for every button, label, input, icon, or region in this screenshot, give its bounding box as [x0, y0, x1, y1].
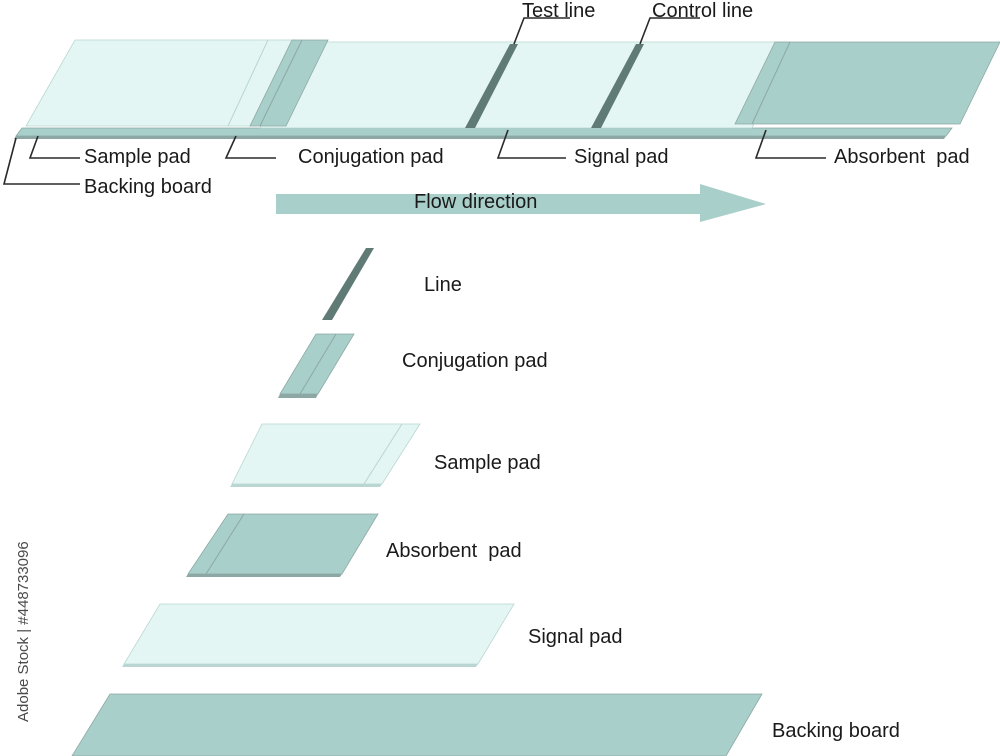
leader-backing-board	[2, 137, 80, 185]
absorbent-pad-fold-line	[205, 513, 245, 575]
label-signal-pad: Signal pad	[574, 146, 669, 168]
flow-direction-arrow: Flow direction	[276, 184, 766, 222]
conjugation-pad-fold-line	[299, 333, 337, 395]
component-absorbent-pad: Absorbent pad	[186, 513, 522, 577]
component-sample-pad-label: Sample pad	[434, 452, 541, 474]
label-backing-board: Backing board	[84, 176, 212, 198]
line-shape	[322, 248, 374, 320]
conjugation-pad-shape	[279, 333, 355, 395]
sample-pad-edge	[230, 484, 382, 487]
label-control-line: Control line	[652, 0, 753, 22]
assembled-backing-board	[15, 127, 953, 137]
assembled-absorbent-pad	[734, 41, 1000, 125]
signal-pad-shape	[123, 603, 515, 665]
flow-arrow-shape	[276, 184, 766, 222]
adobe-stock-watermark: Adobe Stock | #448733096	[15, 541, 32, 722]
conjugation-pad-edge	[278, 394, 318, 398]
leader-test-line	[513, 17, 570, 45]
assembled-control-line	[591, 44, 644, 128]
component-sample-pad: Sample pad	[230, 423, 541, 487]
leader-control-line	[639, 17, 700, 45]
component-backing-board-label: Backing board	[772, 720, 900, 742]
absorbent-pad-shape	[187, 513, 379, 575]
leader-absorbent-pad	[754, 129, 826, 159]
sample-pad-fold-line	[363, 423, 403, 485]
flow-direction-label: Flow direction	[414, 191, 537, 213]
component-backing-board: Backing board	[71, 693, 900, 756]
assembled-test-line	[465, 44, 518, 128]
component-conjugation-pad-label: Conjugation pad	[402, 350, 548, 372]
sample-pad-fold	[227, 39, 269, 127]
leader-signal-pad	[496, 129, 566, 159]
conjugation-pad-fold	[259, 39, 303, 127]
label-absorbent-pad: Absorbent pad	[834, 146, 970, 168]
assembled-signal-pad	[259, 41, 791, 129]
leader-lines	[2, 17, 826, 185]
component-line-label: Line	[424, 274, 462, 296]
component-line: Line	[322, 248, 462, 320]
component-signal-pad: Signal pad	[122, 603, 623, 667]
label-sample-pad: Sample pad	[84, 146, 191, 168]
leader-sample-pad	[28, 135, 80, 159]
assembled-conjugation-pad	[249, 39, 329, 127]
leader-conjugation-pad	[224, 135, 276, 159]
sample-pad-shape	[231, 423, 421, 485]
assembled-sample-pad	[25, 39, 297, 127]
label-test-line: Test line	[522, 0, 595, 22]
label-conjugation-pad: Conjugation pad	[298, 146, 444, 168]
assembled-strip-side	[14, 136, 946, 139]
backing-board-shape	[71, 693, 763, 756]
assembled-strip	[14, 39, 1000, 139]
component-conjugation-pad: Conjugation pad	[278, 333, 548, 398]
absorbent-pad-fold	[751, 41, 791, 125]
component-absorbent-pad-label: Absorbent pad	[386, 540, 522, 562]
absorbent-pad-edge	[186, 574, 342, 577]
signal-pad-edge	[122, 664, 478, 667]
component-signal-pad-label: Signal pad	[528, 626, 623, 648]
